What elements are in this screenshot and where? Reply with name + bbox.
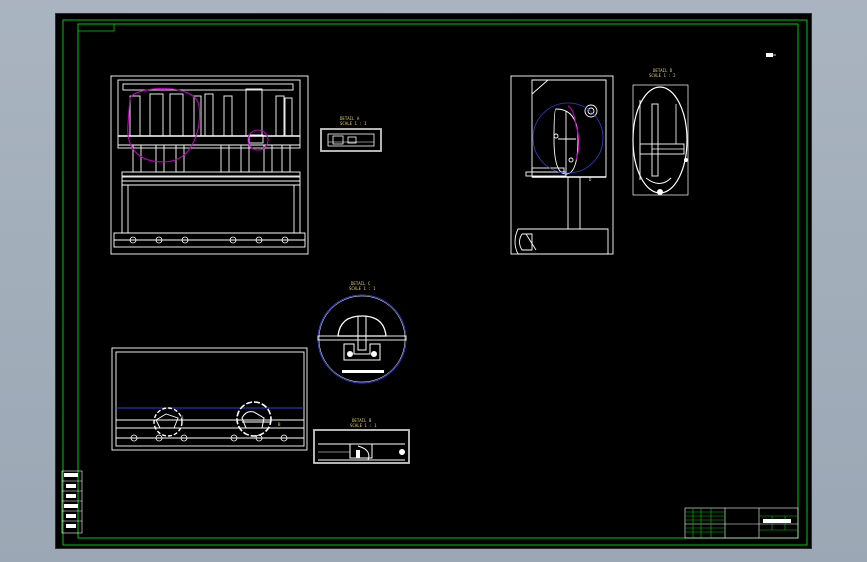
cad-drawing: DETAIL A SCALE 1 : 1 D DETAIL D SCALE 1 … xyxy=(61,19,808,546)
detail-b-view: DETAIL B SCALE 1 : 1 xyxy=(313,418,410,464)
front-view xyxy=(110,75,309,255)
side-view xyxy=(510,75,614,255)
detail-d-scale: SCALE 1 : 2 xyxy=(649,73,676,78)
detail-a-callout: A xyxy=(181,415,184,420)
drawing-viewport[interactable]: DETAIL A SCALE 1 : 1 D DETAIL D SCALE 1 … xyxy=(56,14,811,548)
detail-c-scale: SCALE 1 : 1 xyxy=(349,286,376,291)
detail-b-scale: SCALE 1 : 1 xyxy=(350,423,377,428)
detail-b-title: DETAIL B xyxy=(352,418,372,423)
outer-sheet-border xyxy=(62,19,808,546)
bottom-view xyxy=(111,347,308,451)
title-block xyxy=(684,507,799,539)
detail-c-title: DETAIL C xyxy=(351,281,371,286)
inner-drawing-frame xyxy=(77,23,799,539)
detail-b-callout: B xyxy=(278,422,281,427)
detail-a-scale: SCALE 1 : 1 xyxy=(340,121,367,126)
detail-a-title: DETAIL A xyxy=(340,116,360,121)
detail-d-view: DETAIL D SCALE 1 : 2 xyxy=(632,68,689,196)
detail-d-title: DETAIL D xyxy=(653,68,673,73)
detail-c-view: DETAIL C SCALE 1 : 1 xyxy=(317,281,407,384)
detail-d-callout: D xyxy=(589,177,592,182)
corner-tag-box xyxy=(77,23,115,32)
ucs-icon xyxy=(766,53,776,57)
detail-a-view: DETAIL A SCALE 1 : 1 xyxy=(320,116,382,152)
left-margin-table xyxy=(61,470,83,534)
